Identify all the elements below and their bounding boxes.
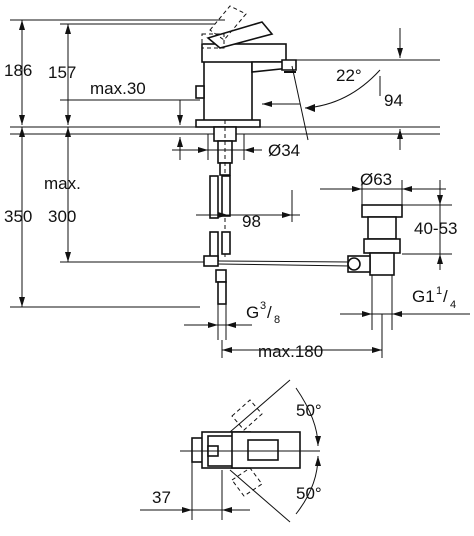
label-max30: max.30 [90,79,146,98]
label-300: 300 [48,207,76,226]
label-350: 350 [4,207,32,226]
label-37: 37 [152,488,171,507]
dimension-186: 186 [4,20,32,125]
faucet-body [195,43,297,128]
label-g1-den: 4 [450,299,456,311]
supply-hoses [203,175,231,305]
dimension-g1-quarter: G1 1 / 4 [340,285,470,317]
dimension-dia63: Ø63 [320,170,446,205]
dimension-40-53: 40-53 [402,180,457,270]
dimension-dia34: Ø34 [172,134,300,160]
label-50-bottom: 50° [296,484,322,503]
drain-assembly [347,204,403,330]
label-g1-num: 1 [436,285,442,297]
top-view [180,399,320,497]
label-50-top: 50° [296,401,322,420]
dimension-94: 94 [262,28,403,150]
dimension-max30: max.30 [60,79,200,160]
dimension-37: 37 [140,462,250,520]
label-94: 94 [384,91,403,110]
dimension-300: max. 300 [44,127,81,262]
dimension-157: 157 [48,24,76,125]
dimension-22-degrees: 22° [291,59,440,141]
label-dia63: Ø63 [360,170,392,189]
label-g38-slash: / [267,303,272,322]
label-max180: max.180 [258,342,323,361]
label-157: 157 [48,63,76,82]
label-40-53: 40-53 [414,219,457,238]
lever [201,5,274,49]
label-g1: G1 [412,287,435,306]
pop-up-rod [217,260,351,263]
dimension-50-degrees-bottom: 50° [229,455,322,523]
dimension-50-degrees-top: 50° [229,379,322,447]
label-22-degrees: 22° [336,66,362,85]
label-186: 186 [4,61,32,80]
label-g38-num: 3 [260,300,266,312]
label-g38: G [246,303,259,322]
label-g1-slash: / [443,287,448,306]
label-g38-den: 8 [274,314,280,326]
label-dia34: Ø34 [268,141,300,160]
label-max: max. [44,174,81,193]
dimension-max180: max.180 [221,314,383,361]
dimension-98: 98 [196,190,300,231]
dimension-350: 350 [4,127,32,307]
label-98: 98 [242,212,261,231]
dimension-g-three-eighths: G 3 / 8 [184,300,280,340]
